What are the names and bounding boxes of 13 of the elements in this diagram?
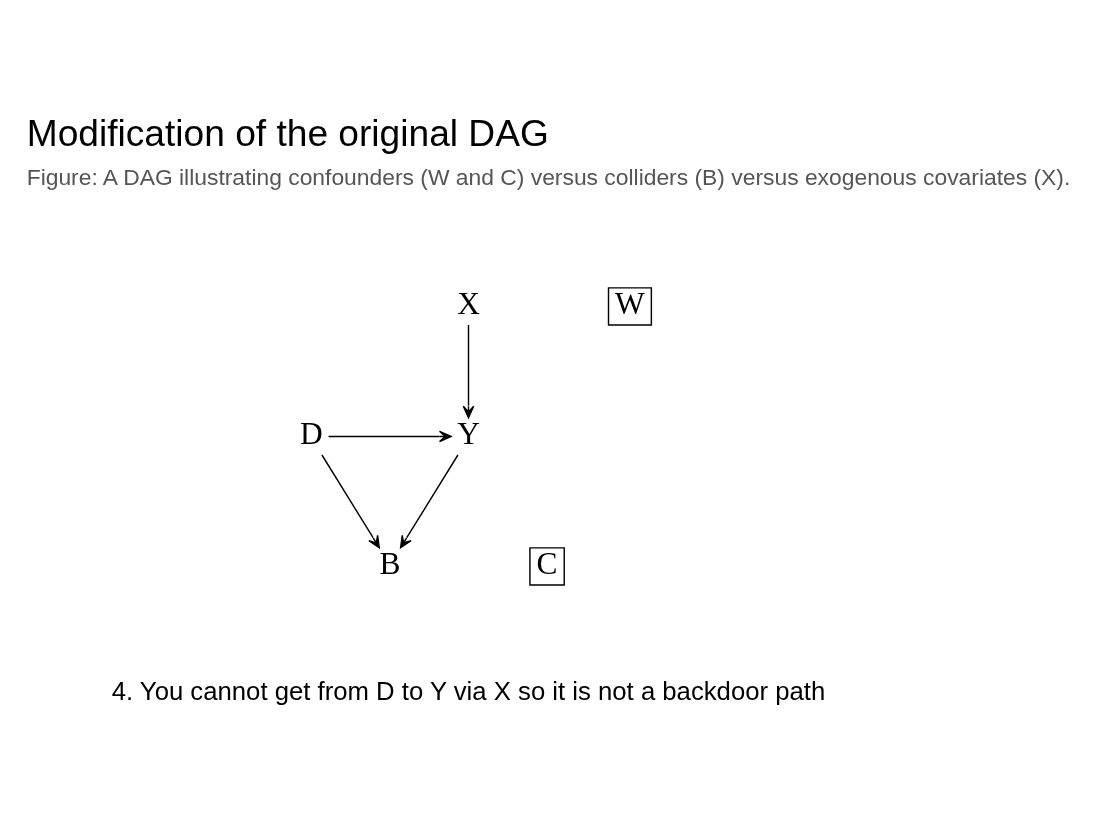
- arrow: [462, 323, 475, 418]
- node-box: W: [607, 286, 653, 326]
- node-text: B: [379, 545, 401, 581]
- node-box: C: [529, 546, 565, 586]
- arrow: [321, 453, 380, 548]
- arrow: [327, 430, 452, 442]
- node-text: Y: [457, 415, 480, 451]
- label: 4. You cannot get from D to Y via X so it is not a backdoor path: [111, 676, 826, 705]
- diagram-title: Modification of the original DAG: [26, 111, 549, 154]
- node-text: X: [457, 285, 480, 321]
- node-text: D: [300, 415, 323, 451]
- caption: Figure: A DAG illustrating confounders (W and C) versus colliders (B) versus exogenous covariates (X).: [26, 163, 1071, 190]
- arrow: [399, 453, 459, 548]
